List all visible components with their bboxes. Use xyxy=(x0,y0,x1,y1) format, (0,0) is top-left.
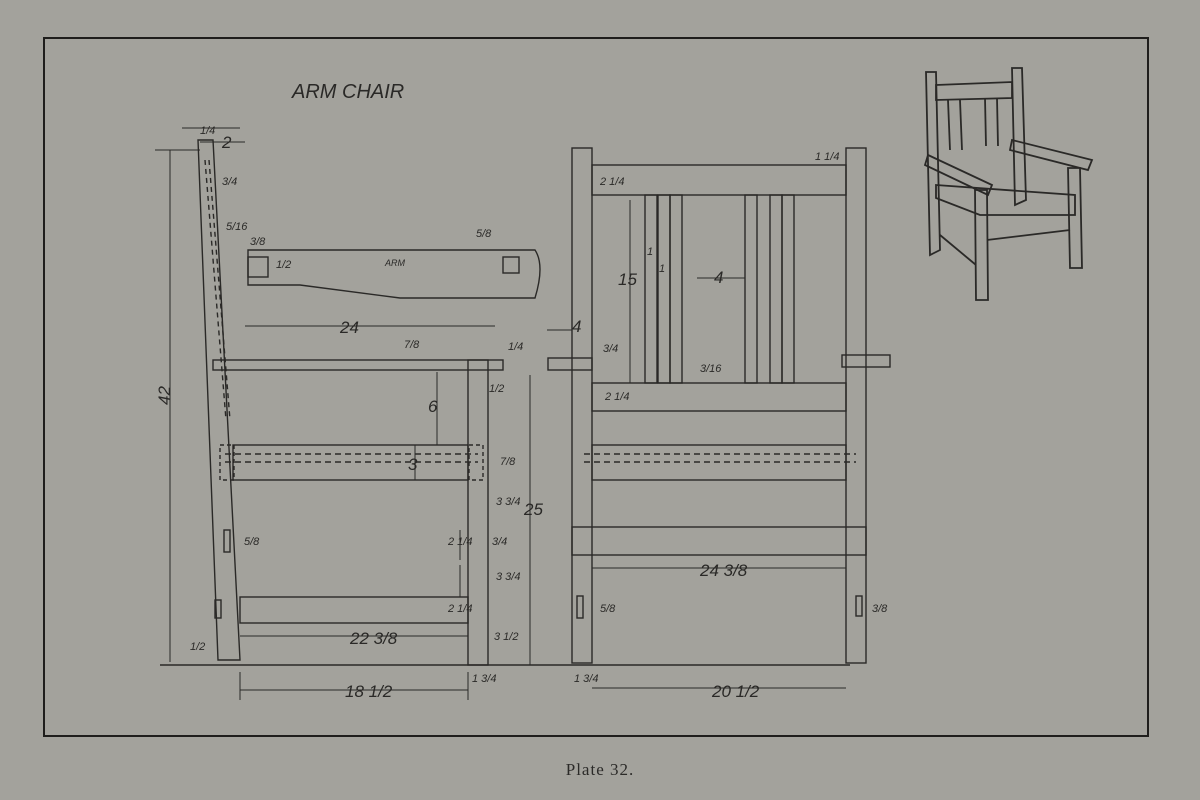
dim-three-half: 3 1/2 xyxy=(494,631,518,643)
plate-caption: Plate 32. xyxy=(565,760,635,779)
dim-seven-eighth: 7/8 xyxy=(500,456,516,468)
dim-front-three-quarter: 3/4 xyxy=(603,343,618,355)
front-lower-rail xyxy=(571,526,867,556)
front-back-rail xyxy=(591,382,847,412)
dim-front-one-a: 1 xyxy=(647,246,653,258)
dim-front-two-quarter-top: 2 1/4 xyxy=(599,176,624,188)
dim-arm-seven-eighth: 7/8 xyxy=(404,339,420,351)
side-elevation xyxy=(155,127,850,700)
dim-front-five-eighth-left: 5/8 xyxy=(600,603,616,615)
dim-arm-quarter: 1/4 xyxy=(508,341,523,353)
dim-three-quarter-c: 3 3/4 xyxy=(496,571,520,583)
side-lower-rail xyxy=(239,596,469,624)
dim-front-fifteen: 15 xyxy=(618,270,637,289)
dim-front-one-quarter: 1 1/4 xyxy=(815,151,839,163)
dim-front-twenty-half: 20 1/2 xyxy=(711,682,760,701)
side-front-post xyxy=(467,359,489,666)
dim-front-one-three-quarter: 1 3/4 xyxy=(574,673,598,685)
dim-arm-five-eighth: 5/8 xyxy=(476,228,492,240)
perspective-sketch xyxy=(923,67,1094,301)
dim-front-three-eighth-right: 3/8 xyxy=(872,603,888,615)
dim-twenty-two-three-eighth: 22 3/8 xyxy=(349,629,398,648)
dim-front-four-left: 4 xyxy=(572,317,581,336)
dim-one-three-quarter-side: 1 3/4 xyxy=(472,673,496,685)
dim-five-eighth-side: 5/8 xyxy=(244,536,260,548)
dim-front-four-center: 4 xyxy=(714,268,723,287)
front-elevation xyxy=(547,147,891,689)
dim-side-five-sixteenth: 5/16 xyxy=(226,221,248,233)
dim-arm-half: 1/2 xyxy=(276,259,291,271)
dim-arm-three-eighth: 3/8 xyxy=(250,236,266,248)
dim-three-quarter-b: 3/4 xyxy=(492,536,507,548)
dim-front-twenty-four-three-eighth: 24 3/8 xyxy=(699,561,748,580)
dim-overall-height: 42 xyxy=(155,386,174,405)
arm-label: ARM xyxy=(384,258,406,268)
front-arm-right xyxy=(841,354,891,368)
dim-side-three-quarter: 3/4 xyxy=(222,176,237,188)
front-left-post xyxy=(571,147,593,664)
dim-twenty-five: 25 xyxy=(523,500,543,519)
plate-border xyxy=(43,37,1149,737)
side-arm xyxy=(212,359,504,371)
dim-side-top-quarter: 1/4 xyxy=(200,125,215,137)
front-right-post xyxy=(845,147,867,664)
dim-six: 6 xyxy=(428,397,438,416)
dim-arm-length: 24 xyxy=(339,318,359,337)
front-top-rail xyxy=(591,164,847,196)
dim-post-half: 1/2 xyxy=(489,383,504,395)
dim-two-quarter-a: 2 1/4 xyxy=(447,536,472,548)
dim-front-one-b: 1 xyxy=(659,263,665,275)
arm-detail xyxy=(247,249,541,299)
dim-eighteen-half: 18 1/2 xyxy=(345,682,393,701)
dim-three-three-quarter: 3 3/4 xyxy=(496,496,520,508)
side-back-post xyxy=(197,139,241,661)
dim-front-two-quarter-mid: 2 1/4 xyxy=(604,391,629,403)
drawing-title: ARM CHAIR xyxy=(291,81,404,103)
dim-three: 3 xyxy=(408,455,418,474)
dim-two-quarter-b: 2 1/4 xyxy=(447,603,472,615)
front-arm-left xyxy=(547,357,593,371)
dim-front-three-sixteenth: 3/16 xyxy=(700,363,722,375)
dim-bottom-half: 1/2 xyxy=(190,641,205,653)
dim-side-two: 2 xyxy=(221,133,232,152)
